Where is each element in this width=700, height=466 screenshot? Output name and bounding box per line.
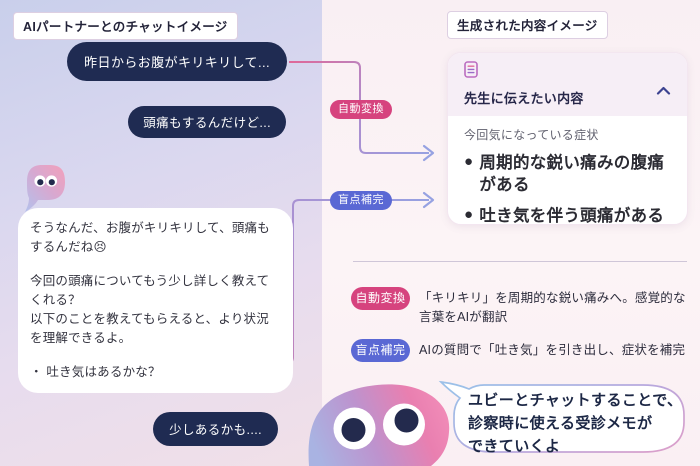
mascot-pupil-right: [394, 408, 419, 433]
card-body: 今回気になっている症状 ● 周期的な鋭い痛みの腹痛がある ● 吐き気を伴う頭痛が…: [448, 116, 687, 225]
document-icon: [464, 61, 478, 78]
divider-line: [353, 261, 687, 262]
user-message-2: 頭痛もするんだけど...: [128, 106, 286, 138]
mascot-speech-bubble: ユビーとチャットすることで、 診察時に使える受診メモが できていくよ: [438, 379, 690, 457]
symptom-bullet-2: ● 吐き気を伴う頭痛がある: [464, 205, 673, 225]
result-panel-label: 生成された内容イメージ: [447, 11, 608, 39]
mascot-pupil-left: [341, 418, 366, 442]
blind-spot-badge: 盲点補完: [351, 339, 410, 362]
doctor-memo-card-header: 先生に伝えたい内容: [448, 53, 687, 116]
mascot-blob-shape: [308, 384, 450, 466]
blind-spot-flow-badge: 盲点補完: [330, 191, 392, 210]
doctor-memo-card: 先生に伝えたい内容 今回気になっている症状 ● 周期的な鋭い痛みの腹痛がある ●…: [447, 52, 688, 225]
ai-message-bubble: そうなんだ、お腹がキリキリして、頭痛もするんだね😣 今回の頭痛についてもう少し詳…: [18, 208, 293, 393]
ai-message-greeting: そうなんだ、お腹がキリキリして、頭痛もするんだね😣: [30, 221, 270, 254]
symptom-bullet-1-text: 周期的な鋭い痛みの腹痛がある: [479, 154, 665, 194]
symptom-bullet-1: ● 周期的な鋭い痛みの腹痛がある: [464, 152, 673, 196]
avatar-blob-shape: [25, 165, 65, 212]
auto-convert-badge: 自動変換: [351, 287, 410, 310]
ai-message-request: 今回の頭痛についてもう少し詳しく教えてくれる？ 以下のことを教えてもらえると、よ…: [30, 274, 270, 345]
chat-panel-label: AIパートナーとのチャットイメージ: [13, 12, 238, 40]
auto-convert-explanation: 「キリキリ」を周期的な鋭い痛みへ。感覚的な言葉をAIが翻訳: [419, 291, 686, 324]
ai-message-question: ・ 吐き気はあるかな？: [30, 365, 161, 379]
mascot-speech-text: ユビーとチャットすることで、 診察時に使える受診メモが できていくよ: [468, 392, 683, 455]
card-title: 先生に伝えたい内容: [464, 91, 584, 106]
symptom-section-label: 今回気になっている症状: [464, 128, 599, 142]
speech-bubble-outline: [438, 380, 685, 453]
user-message-3: 少しあるかも....: [153, 412, 278, 446]
ai-avatar: [25, 165, 65, 212]
avatar-pupil-right: [48, 179, 55, 186]
bullet-dot-icon: ●: [464, 206, 474, 223]
explanation-row-auto: 自動変換 「キリキリ」を周期的な鋭い痛みへ。感覚的な言葉をAIが翻訳: [351, 287, 696, 327]
bullet-dot-icon: ●: [464, 153, 474, 170]
symptom-bullet-2-text: 吐き気を伴う頭痛がある: [479, 207, 665, 225]
ubie-mascot: [308, 384, 450, 466]
chevron-up-icon[interactable]: [656, 86, 671, 95]
blind-spot-explanation: AIの質問で「吐き気」を引き出し、症状を補完: [419, 343, 686, 357]
explanation-row-blind: 盲点補完 AIの質問で「吐き気」を引き出し、症状を補完: [351, 339, 696, 362]
avatar-pupil-left: [37, 179, 44, 186]
user-message-1: 昨日からお腹がキリキリして...: [67, 42, 287, 81]
auto-convert-flow-badge: 自動変換: [330, 100, 392, 119]
